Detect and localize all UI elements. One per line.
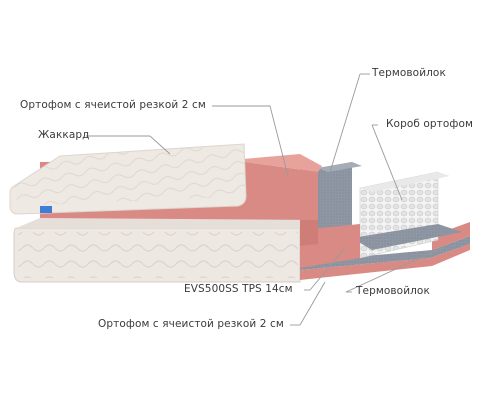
- felt-panel: [318, 162, 352, 244]
- label-termovoilok-top: Термовойлок: [372, 67, 446, 79]
- label-evs: EVS500SS TPS 14см: [184, 283, 293, 295]
- mattress-base-top: [16, 218, 326, 228]
- leader-lines: [86, 73, 445, 326]
- spring-block-top: [360, 172, 450, 192]
- label-jacquard: Жаккард: [38, 129, 90, 141]
- label-korob-ortofom: Короб ортофом: [386, 118, 474, 130]
- foam-box-right: [432, 222, 470, 250]
- label-ortofom-top: Ортофом с ячеистой резкой 2 см: [20, 99, 206, 111]
- felt-panel-top: [318, 162, 362, 172]
- felt-slab: [352, 224, 462, 250]
- label-termovoilok-bottom: Термовойлок: [356, 285, 430, 297]
- label-ortofom-bottom: Ортофом с ячеистой резкой 2 см: [98, 318, 284, 330]
- upper-ortofom-top: [232, 154, 322, 172]
- bottom-ortofom-layer: [300, 244, 470, 280]
- bottom-felt-layer: [300, 236, 470, 270]
- brand-tag: [40, 206, 52, 213]
